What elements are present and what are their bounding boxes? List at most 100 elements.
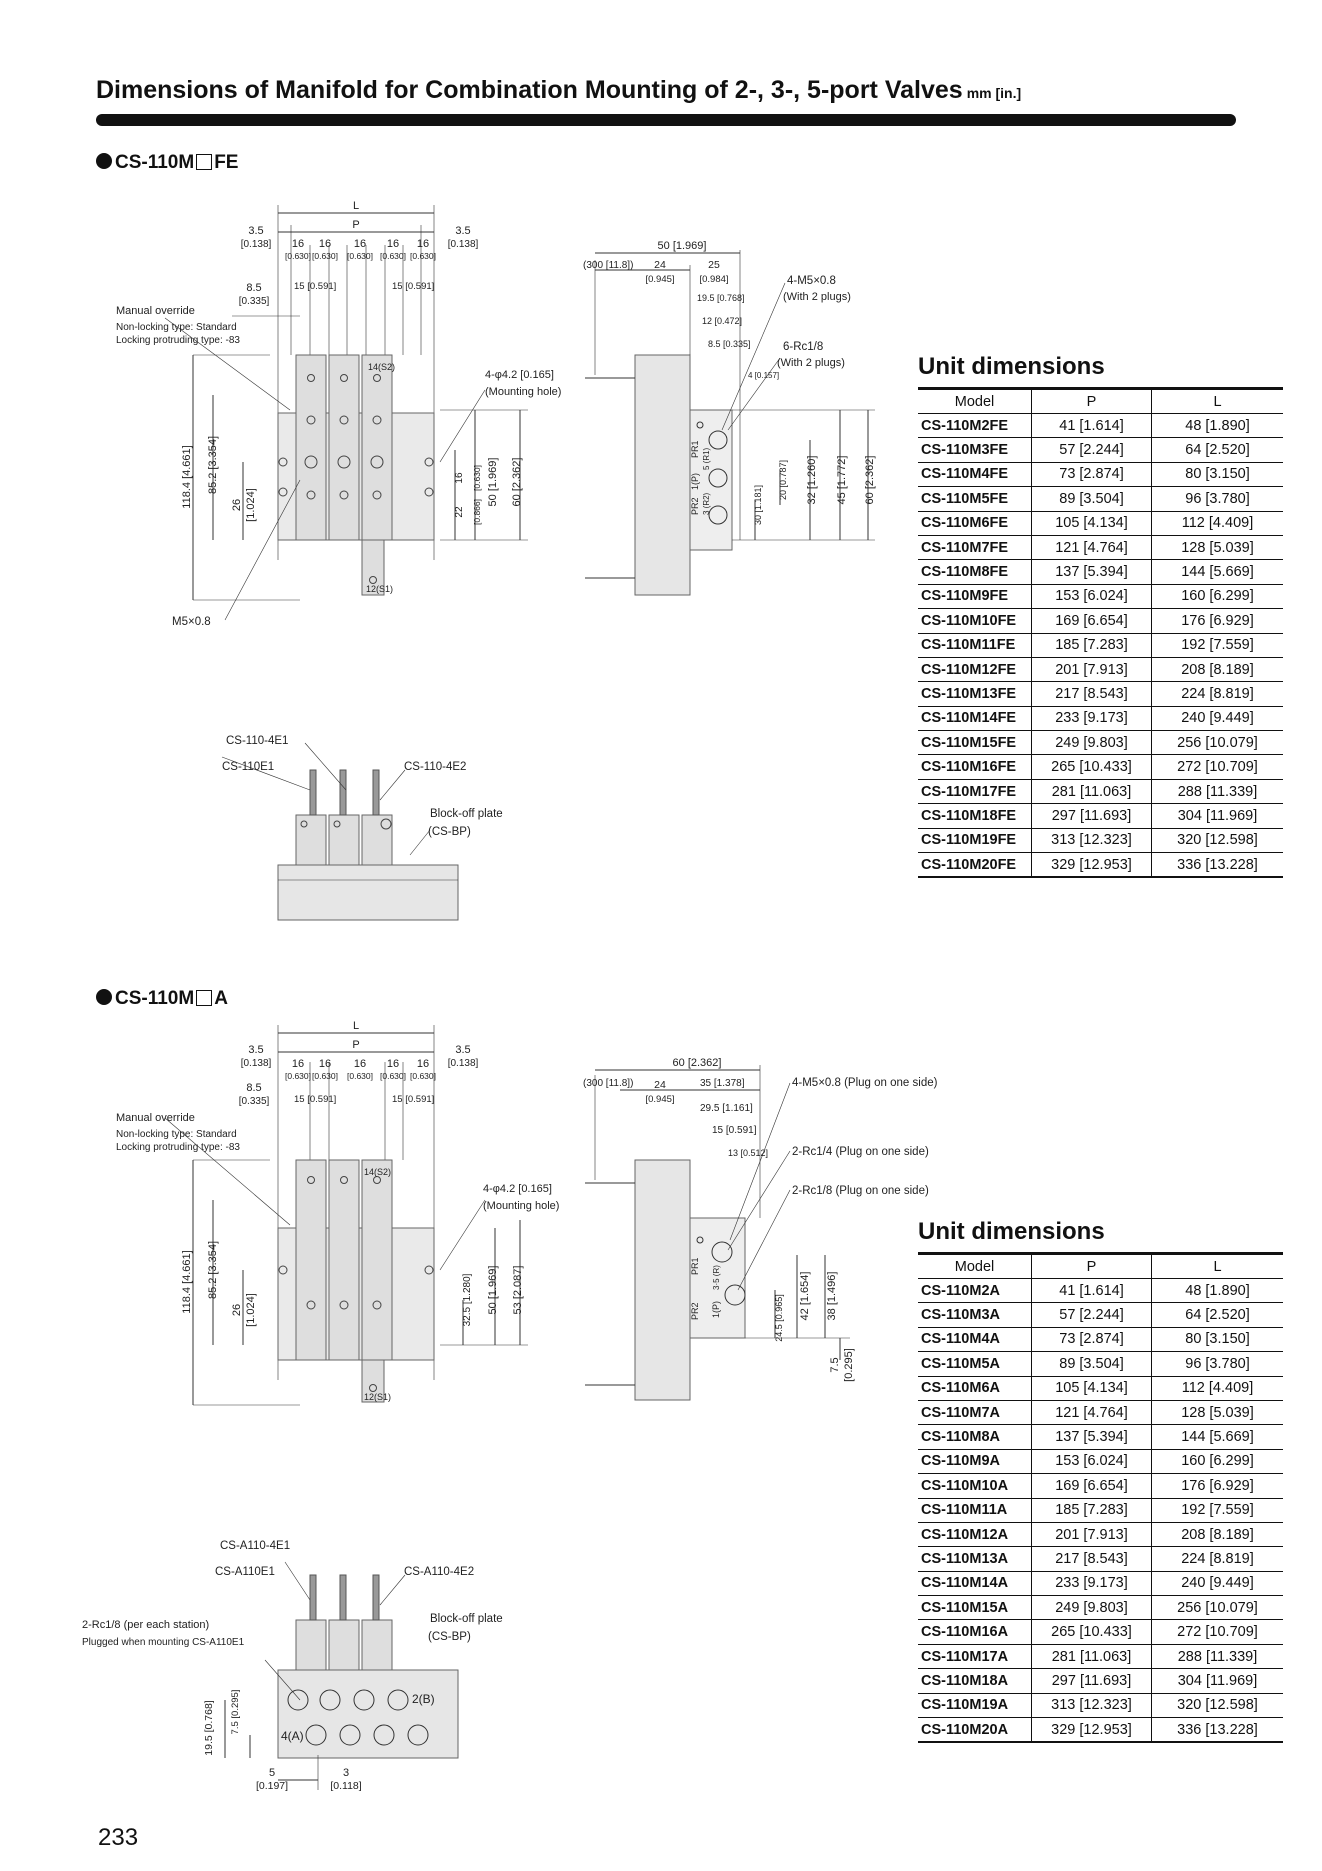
e2-label: CS-110E1 (222, 761, 274, 773)
cell-l: 64 [2.520] (1151, 437, 1283, 463)
cell-p: 281 [11.063] (1031, 1644, 1152, 1670)
dim-label: 50 [1.969] (487, 1266, 499, 1315)
dim-label: 118.4 [4.661] (181, 1250, 193, 1313)
cell-l: 336 [13.228] (1151, 852, 1283, 879)
cell-l: 176 [6.929] (1151, 1473, 1283, 1499)
cell-l: 240 [9.449] (1151, 1571, 1283, 1597)
dim-label: 4 [0.157] (748, 371, 779, 380)
cell-p: 73 [2.874] (1031, 462, 1152, 488)
s2-label: 14(S2) (368, 362, 395, 372)
placeholder-box-icon (196, 154, 213, 170)
dim-label: 15 [0.591] (294, 1094, 336, 1105)
cell-l: 304 [11.969] (1151, 1668, 1283, 1694)
cell-model: CS-110M15FE (918, 730, 1032, 756)
cell-model: CS-110M11FE (918, 633, 1032, 658)
dim-label: 15 [0.591] (294, 281, 336, 292)
cell-l: 272 [10.709] (1151, 754, 1283, 780)
nonlocking-label: Non-locking type: Standard (116, 322, 237, 333)
port-label: 3 (R2) (702, 492, 711, 515)
port-label: PR1 (690, 440, 700, 458)
e1-label: CS-110-4E1 (226, 735, 288, 747)
cell-model: CS-110M19FE (918, 828, 1032, 854)
cell-p: 185 [7.283] (1031, 633, 1152, 658)
cell-p: 201 [7.913] (1031, 657, 1152, 683)
cell-l: 48 [1.890] (1151, 413, 1283, 439)
dim-label: 24 (654, 1079, 666, 1091)
cell-l: 256 [10.079] (1151, 730, 1283, 756)
dim-label: 3.5 (248, 225, 263, 237)
port-label: 2(B) (412, 1692, 435, 1706)
dim-label: 13 [0.512] (728, 1148, 768, 1158)
cell-p: 233 [9.173] (1031, 1571, 1152, 1597)
dim-label: 19.5 [0.768] (203, 1700, 215, 1756)
dim-label: 19.5 [0.768] (697, 293, 745, 303)
dim-label: 16 (292, 238, 304, 250)
dim-label: 16 (319, 238, 331, 250)
cell-p: 297 [11.693] (1031, 1668, 1152, 1694)
rc-label: 6-Rc1/8 (783, 341, 823, 353)
dim-label: L (353, 1020, 359, 1032)
cell-l: 48 [1.890] (1151, 1278, 1283, 1304)
dim-label: 8.5 (246, 1082, 261, 1094)
s1-label: 12(S1) (366, 584, 393, 594)
manual-override-label: Manual override (116, 305, 195, 317)
cell-model: CS-110M10A (918, 1473, 1032, 1499)
dim-label: [1.024] (245, 1293, 257, 1327)
blockoff-label: Block-off plate (430, 1613, 503, 1625)
port-label: 4(A) (281, 1729, 304, 1743)
dim-label: [0.630] (347, 1071, 373, 1081)
dim-label: 8.5 [0.335] (708, 339, 751, 349)
dim-label: 42 [1.654] (799, 1272, 811, 1321)
dim-label: 29.5 [1.161] (700, 1103, 753, 1114)
cell-l: 320 [12.598] (1151, 1693, 1283, 1719)
dim-label: 16 (454, 472, 465, 484)
dim-label: [0.945] (645, 1094, 674, 1105)
dim-label: 24.5 [0.965] (774, 1294, 784, 1342)
port-label: PR2 (690, 497, 700, 515)
cell-l: 96 [3.780] (1151, 486, 1283, 512)
cell-p: 169 [6.654] (1031, 608, 1152, 634)
dim-label: 7.5 [0.295] (230, 1690, 241, 1735)
cell-p: 41 [1.614] (1031, 413, 1152, 439)
cell-p: 105 [4.134] (1031, 511, 1152, 536)
dim-label: 60 [2.362] (864, 456, 876, 505)
cell-p: 185 [7.283] (1031, 1498, 1152, 1523)
cell-l: 112 [4.409] (1151, 511, 1283, 536)
dim-label: 85.2 [3.354] (207, 436, 219, 494)
dim-label: (300 [11.8]) (583, 260, 633, 271)
cell-model: CS-110M16A (918, 1619, 1032, 1645)
cell-model: CS-110M3FE (918, 437, 1032, 463)
cell-model: CS-110M3A (918, 1302, 1032, 1328)
mounting-hole-label: 4-φ4.2 [0.165] (483, 1183, 552, 1195)
dim-label: 16 (319, 1058, 331, 1070)
table-header-row: Model P L (918, 1252, 1283, 1279)
cell-p: 89 [3.504] (1031, 1351, 1152, 1377)
m5-label: M5×0.8 (172, 616, 211, 628)
cell-model: CS-110M12A (918, 1522, 1032, 1548)
port-label: 1(P) (711, 1301, 721, 1318)
dim-label: 26 (231, 499, 243, 511)
dim-label: [0.866] (472, 499, 482, 525)
cell-p: 217 [8.543] (1031, 1546, 1152, 1572)
cell-model: CS-110M2FE (918, 413, 1032, 439)
cell-model: CS-110M20A (918, 1717, 1032, 1744)
dim-label: 60 [2.362] (511, 458, 523, 507)
cell-p: 329 [12.953] (1031, 1717, 1152, 1744)
